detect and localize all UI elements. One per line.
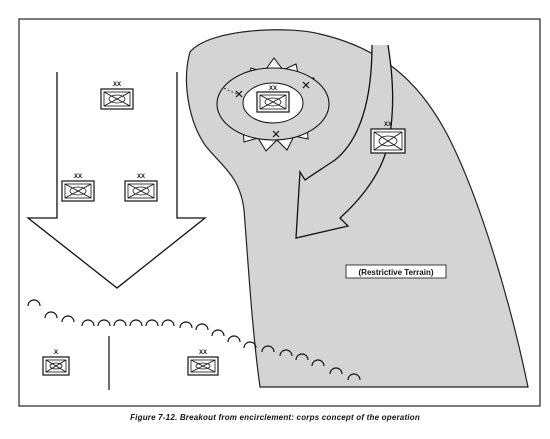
unit-symbol-division-left: XX [61,174,95,202]
ring-dashed-trace [223,87,241,95]
terrain-label-box [345,264,447,279]
unit-symbol-division-bottom: XX [187,350,219,376]
diagram-frame [18,18,541,407]
unit-echelon-label: XX [74,174,82,180]
attack-arrow-chevron [26,72,207,289]
terrain-label: (Restrictive Terrain) [359,268,434,277]
unit-symbol-division-top: XX [100,82,134,110]
front-line-scallops [27,299,361,381]
unit-symbol-division-east: XX [370,122,406,154]
unit-echelon-label: XX [269,86,277,92]
unit-symbol-division-right: XX [124,174,158,202]
unit-symbol-encircled-division: XX [256,86,290,113]
unit-echelon-label: X [54,350,58,356]
counterattack-arrow [295,44,394,239]
unit-echelon-label: XX [199,350,207,356]
unit-echelon-label: XX [384,122,392,128]
unit-echelon-label: XX [137,174,145,180]
unit-symbol-brigade-bottom-left: X [42,350,70,376]
unit-echelon-label: XX [113,82,121,88]
figure-caption: Figure 7-12. Breakout from encirclement:… [130,413,420,422]
